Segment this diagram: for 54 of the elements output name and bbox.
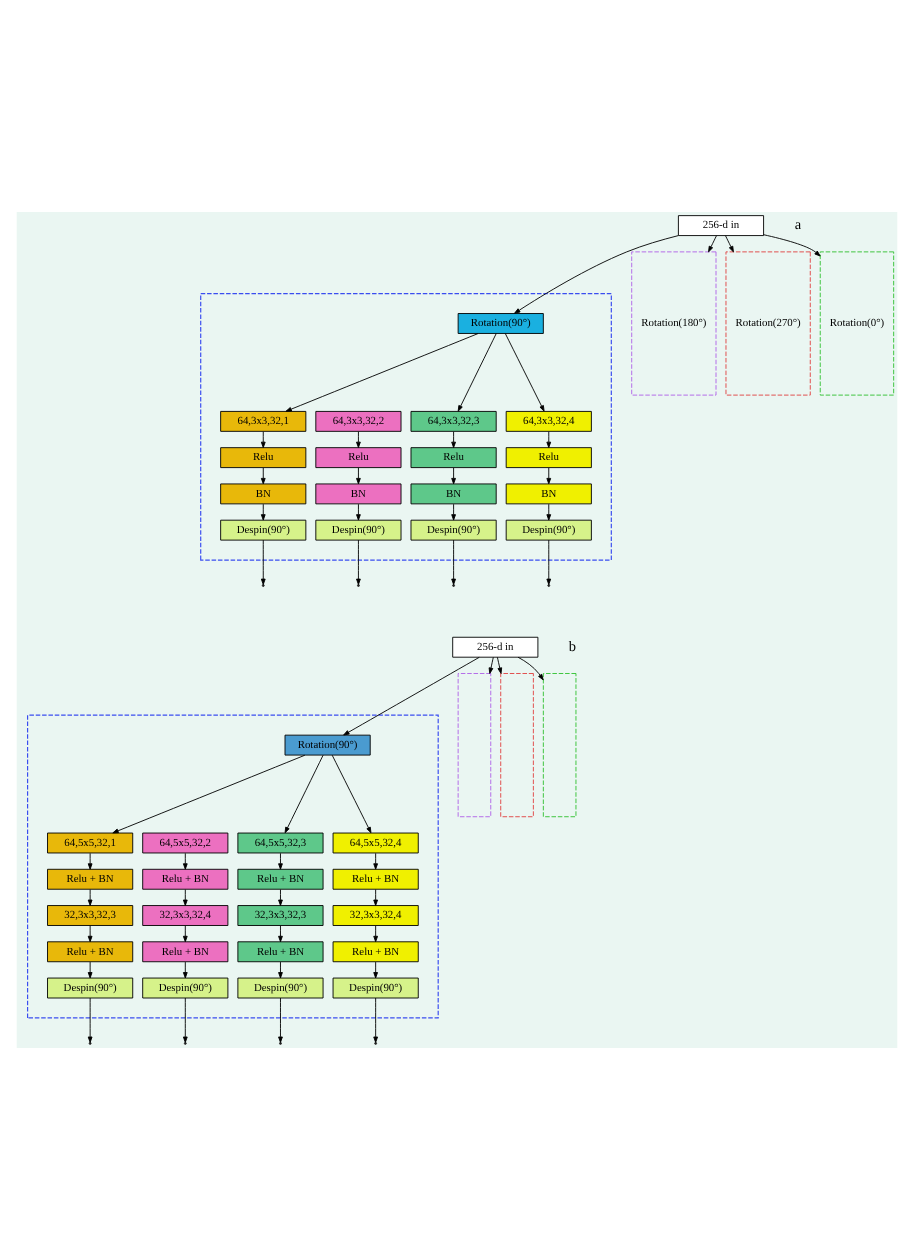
arrow	[373, 925, 378, 943]
arrow	[182, 852, 188, 870]
cluster	[27, 714, 439, 1019]
arrow	[356, 467, 361, 485]
arrow	[546, 467, 552, 485]
arrow	[285, 333, 479, 412]
arrow	[451, 503, 456, 521]
arrow	[451, 431, 456, 449]
arrow	[373, 961, 378, 979]
arrow	[451, 467, 456, 485]
arrow	[546, 539, 552, 585]
arrow	[182, 889, 188, 906]
arrow	[373, 889, 378, 906]
arrow	[356, 431, 361, 449]
arrow	[87, 889, 93, 906]
arrow	[87, 852, 93, 870]
arrow	[260, 431, 266, 449]
arrow	[278, 961, 283, 979]
arrow	[546, 431, 552, 449]
arrow	[260, 539, 266, 585]
arrow	[496, 656, 503, 674]
arrow	[517, 656, 544, 681]
arrow	[182, 961, 188, 979]
node-box	[457, 673, 492, 818]
arrow	[763, 234, 821, 257]
arrow	[260, 467, 266, 485]
arrow	[278, 997, 283, 1043]
cluster	[200, 293, 612, 561]
arrow	[182, 925, 188, 943]
arrow	[451, 539, 456, 585]
arrow	[373, 997, 378, 1043]
arrow	[708, 235, 717, 253]
node-box	[500, 673, 534, 818]
arrow	[488, 656, 494, 674]
arrow	[278, 852, 283, 870]
arrow	[457, 333, 497, 412]
arrow	[260, 503, 266, 521]
arrow	[278, 925, 283, 943]
arrow	[356, 539, 361, 585]
arrow	[112, 754, 306, 834]
arrow	[725, 235, 734, 253]
node-box	[542, 673, 577, 818]
arrow	[356, 503, 361, 521]
arrow	[504, 333, 545, 412]
arrow	[87, 925, 93, 943]
arrow	[343, 656, 480, 736]
arrow	[331, 754, 372, 834]
arrow	[182, 997, 188, 1043]
arrow	[87, 961, 93, 979]
arrow	[284, 754, 324, 834]
arrow	[278, 889, 283, 906]
arrow	[373, 852, 378, 870]
arrow	[514, 235, 679, 314]
arrow	[546, 503, 552, 521]
